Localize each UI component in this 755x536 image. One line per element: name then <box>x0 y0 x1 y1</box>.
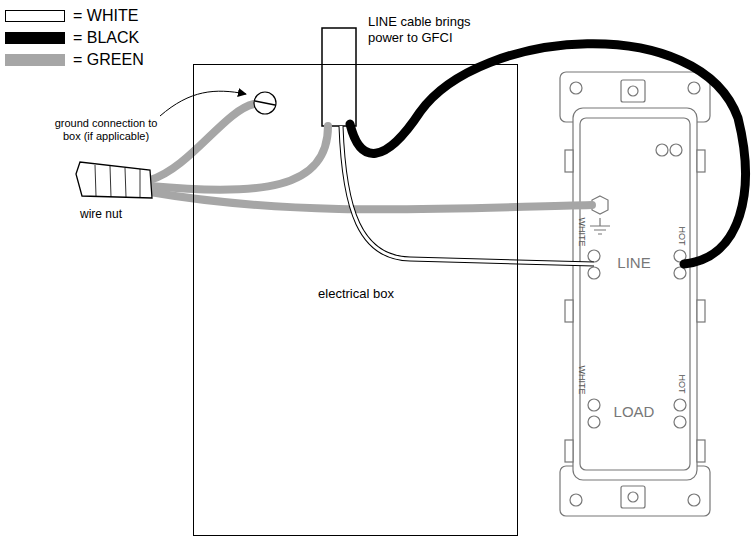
strap-screw <box>628 492 638 502</box>
ground-wire <box>150 104 254 180</box>
legend-row: = BLACK <box>5 28 139 48</box>
mounting-hole <box>570 494 582 506</box>
ground-symbol <box>590 218 610 234</box>
screw-slot <box>255 101 275 105</box>
legend-swatch <box>5 54 65 66</box>
leader-arrow <box>160 91 246 116</box>
box-label: electrical box <box>318 286 394 301</box>
terminal-screw <box>588 399 600 411</box>
legend-row: = WHITE <box>5 6 138 26</box>
screw-slot <box>621 80 645 102</box>
side-notch <box>697 150 705 172</box>
receptacle-body <box>573 108 697 480</box>
terminal-screw <box>588 416 600 428</box>
ground-wire <box>150 192 592 209</box>
mounting-hole <box>570 82 582 94</box>
mounting-hole <box>688 494 700 506</box>
mounting-hole <box>688 82 700 94</box>
wire-nut-label: wire nut <box>80 207 150 221</box>
side-label: LINE <box>617 254 650 271</box>
gfci-receptacle <box>560 72 710 516</box>
terminal-screw <box>674 267 686 279</box>
cable-note: LINE cable brings power to GFCI <box>368 14 508 45</box>
strap-screw <box>628 86 638 96</box>
side-notch <box>565 440 573 462</box>
gfci-receptacle-node: WHITE LINE HOT WHITE LOAD HOT <box>560 72 710 516</box>
black-wire <box>350 44 745 264</box>
ground-note: ground connection to box (if applicable) <box>48 117 164 143</box>
legend-swatch <box>5 10 65 22</box>
terminal-label: HOT <box>677 375 687 394</box>
ul-mark <box>670 144 682 156</box>
legend-text: = GREEN <box>73 51 144 69</box>
side-notch <box>697 300 705 322</box>
terminal-screw <box>588 267 600 279</box>
wire-nut-ridges <box>95 165 140 198</box>
side-label: LOAD <box>614 403 655 420</box>
terminal-label: HOT <box>677 227 687 246</box>
white-wire-outline <box>341 126 594 264</box>
ul-mark <box>656 144 668 156</box>
terminal-label: WHITE <box>577 366 587 395</box>
terminal-screw <box>674 416 686 428</box>
side-notch <box>565 300 573 322</box>
legend-row: = GREEN <box>5 50 144 70</box>
electrical-box: electrical box <box>193 64 518 536</box>
receptacle-face <box>580 118 690 470</box>
legend-swatch <box>5 32 65 44</box>
terminal-screw <box>588 250 600 262</box>
wire-nut <box>76 162 152 198</box>
terminal-label: WHITE <box>577 218 587 247</box>
terminal-screw <box>674 399 686 411</box>
side-notch <box>697 440 705 462</box>
side-notch <box>565 150 573 172</box>
legend-text: = BLACK <box>73 29 139 47</box>
legend-text: = WHITE <box>73 7 138 25</box>
white-wire <box>341 126 594 264</box>
ground-wire <box>150 126 328 190</box>
ground-screw <box>254 92 276 114</box>
screw-slot <box>621 486 645 508</box>
cable-sheath <box>322 28 356 126</box>
